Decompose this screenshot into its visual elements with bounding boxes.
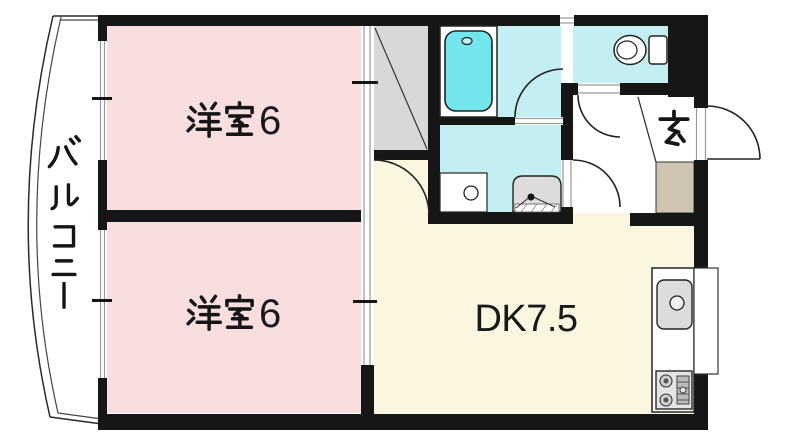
bedroom2-size-number: 6: [259, 292, 281, 336]
bedroom2-window: [92, 230, 112, 378]
kanji-you: [186, 101, 223, 139]
wall-top: [102, 15, 708, 26]
sliding-door-track: [352, 26, 378, 365]
washbasin: [512, 175, 562, 213]
kanji-shitsu: [225, 293, 254, 329]
toilet-door-arc: [577, 94, 621, 138]
kanji-shitsu: [225, 100, 254, 136]
bedroom2-label: 6: [186, 292, 281, 336]
bay-counter-window: [693, 267, 719, 375]
genkan-floor-tile: [655, 161, 695, 214]
dk-floor: [374, 213, 694, 414]
hall-strip-floor: [374, 160, 428, 213]
wall-top-right-block: [668, 15, 708, 97]
walls: [98, 15, 708, 430]
wall-bath-bottom: [428, 117, 515, 125]
washroom-door-arc: [572, 159, 621, 208]
kana-ni: [51, 259, 77, 277]
wall-below-washroom: [428, 212, 573, 224]
wall-closet-bottom: [374, 150, 440, 160]
bathtub: [439, 25, 498, 118]
bathroom-door-arc: [514, 68, 564, 118]
toilet-door-opening: [578, 83, 620, 95]
kana-ba: [47, 134, 82, 169]
wall-left-pillar: [98, 15, 107, 41]
entrance-door-swing: [706, 105, 761, 160]
balcony-label: [47, 134, 82, 309]
wall-room-divider: [98, 210, 361, 222]
entrance-label: [658, 109, 690, 147]
balcony-inner-edge: [36, 16, 62, 414]
wall-genkan-bottom: [630, 213, 708, 226]
wall-right-above-door: [694, 97, 708, 108]
wall-bath-toilet-lower: [561, 83, 573, 160]
wall-left-bottom: [98, 378, 107, 430]
kana-ko: [52, 225, 76, 248]
bedroom1-window: [92, 41, 112, 160]
kitchen-sink: [656, 279, 693, 330]
kana-ru: [50, 183, 79, 211]
balcony-bottom-edge: [49, 416, 103, 425]
door-swings: [373, 68, 761, 216]
wall-right-bottom: [694, 373, 708, 430]
washroom-door-opening: [561, 160, 573, 207]
bedroom1-floor: [107, 26, 361, 210]
gas-stove: [655, 370, 693, 410]
closet-diagonal-line: [374, 27, 428, 150]
genkan-step-line: [637, 96, 657, 163]
washing-machine-space: [439, 172, 488, 213]
entrance-door-opening: [694, 108, 708, 160]
toilet: [613, 34, 668, 66]
balcony-outline: [27, 15, 103, 425]
bathtub-drain: [461, 36, 473, 46]
balcony-outer-edge: [27, 15, 54, 418]
bathroom-door-opening: [515, 117, 563, 125]
kanji-gen: [658, 109, 690, 147]
fixtures: [439, 25, 719, 413]
wall-bedroom2-dk: [361, 365, 374, 414]
bedroom1-size-number: 6: [259, 99, 281, 143]
bath-vent-window: [560, 15, 574, 26]
dk-label: DK7.5: [474, 298, 577, 340]
washbasin-faucet: [527, 193, 535, 201]
kanji-you: [186, 294, 223, 332]
wall-bottom: [98, 414, 708, 430]
bedroom1-label: 6: [186, 99, 281, 143]
kitchen-counter: [651, 267, 719, 413]
windows-and-openings: [92, 15, 708, 378]
bedroom1-door-arc: [373, 159, 430, 216]
wall-left-mid: [98, 160, 107, 230]
balcony-bottom-inner-edge: [57, 412, 103, 420]
